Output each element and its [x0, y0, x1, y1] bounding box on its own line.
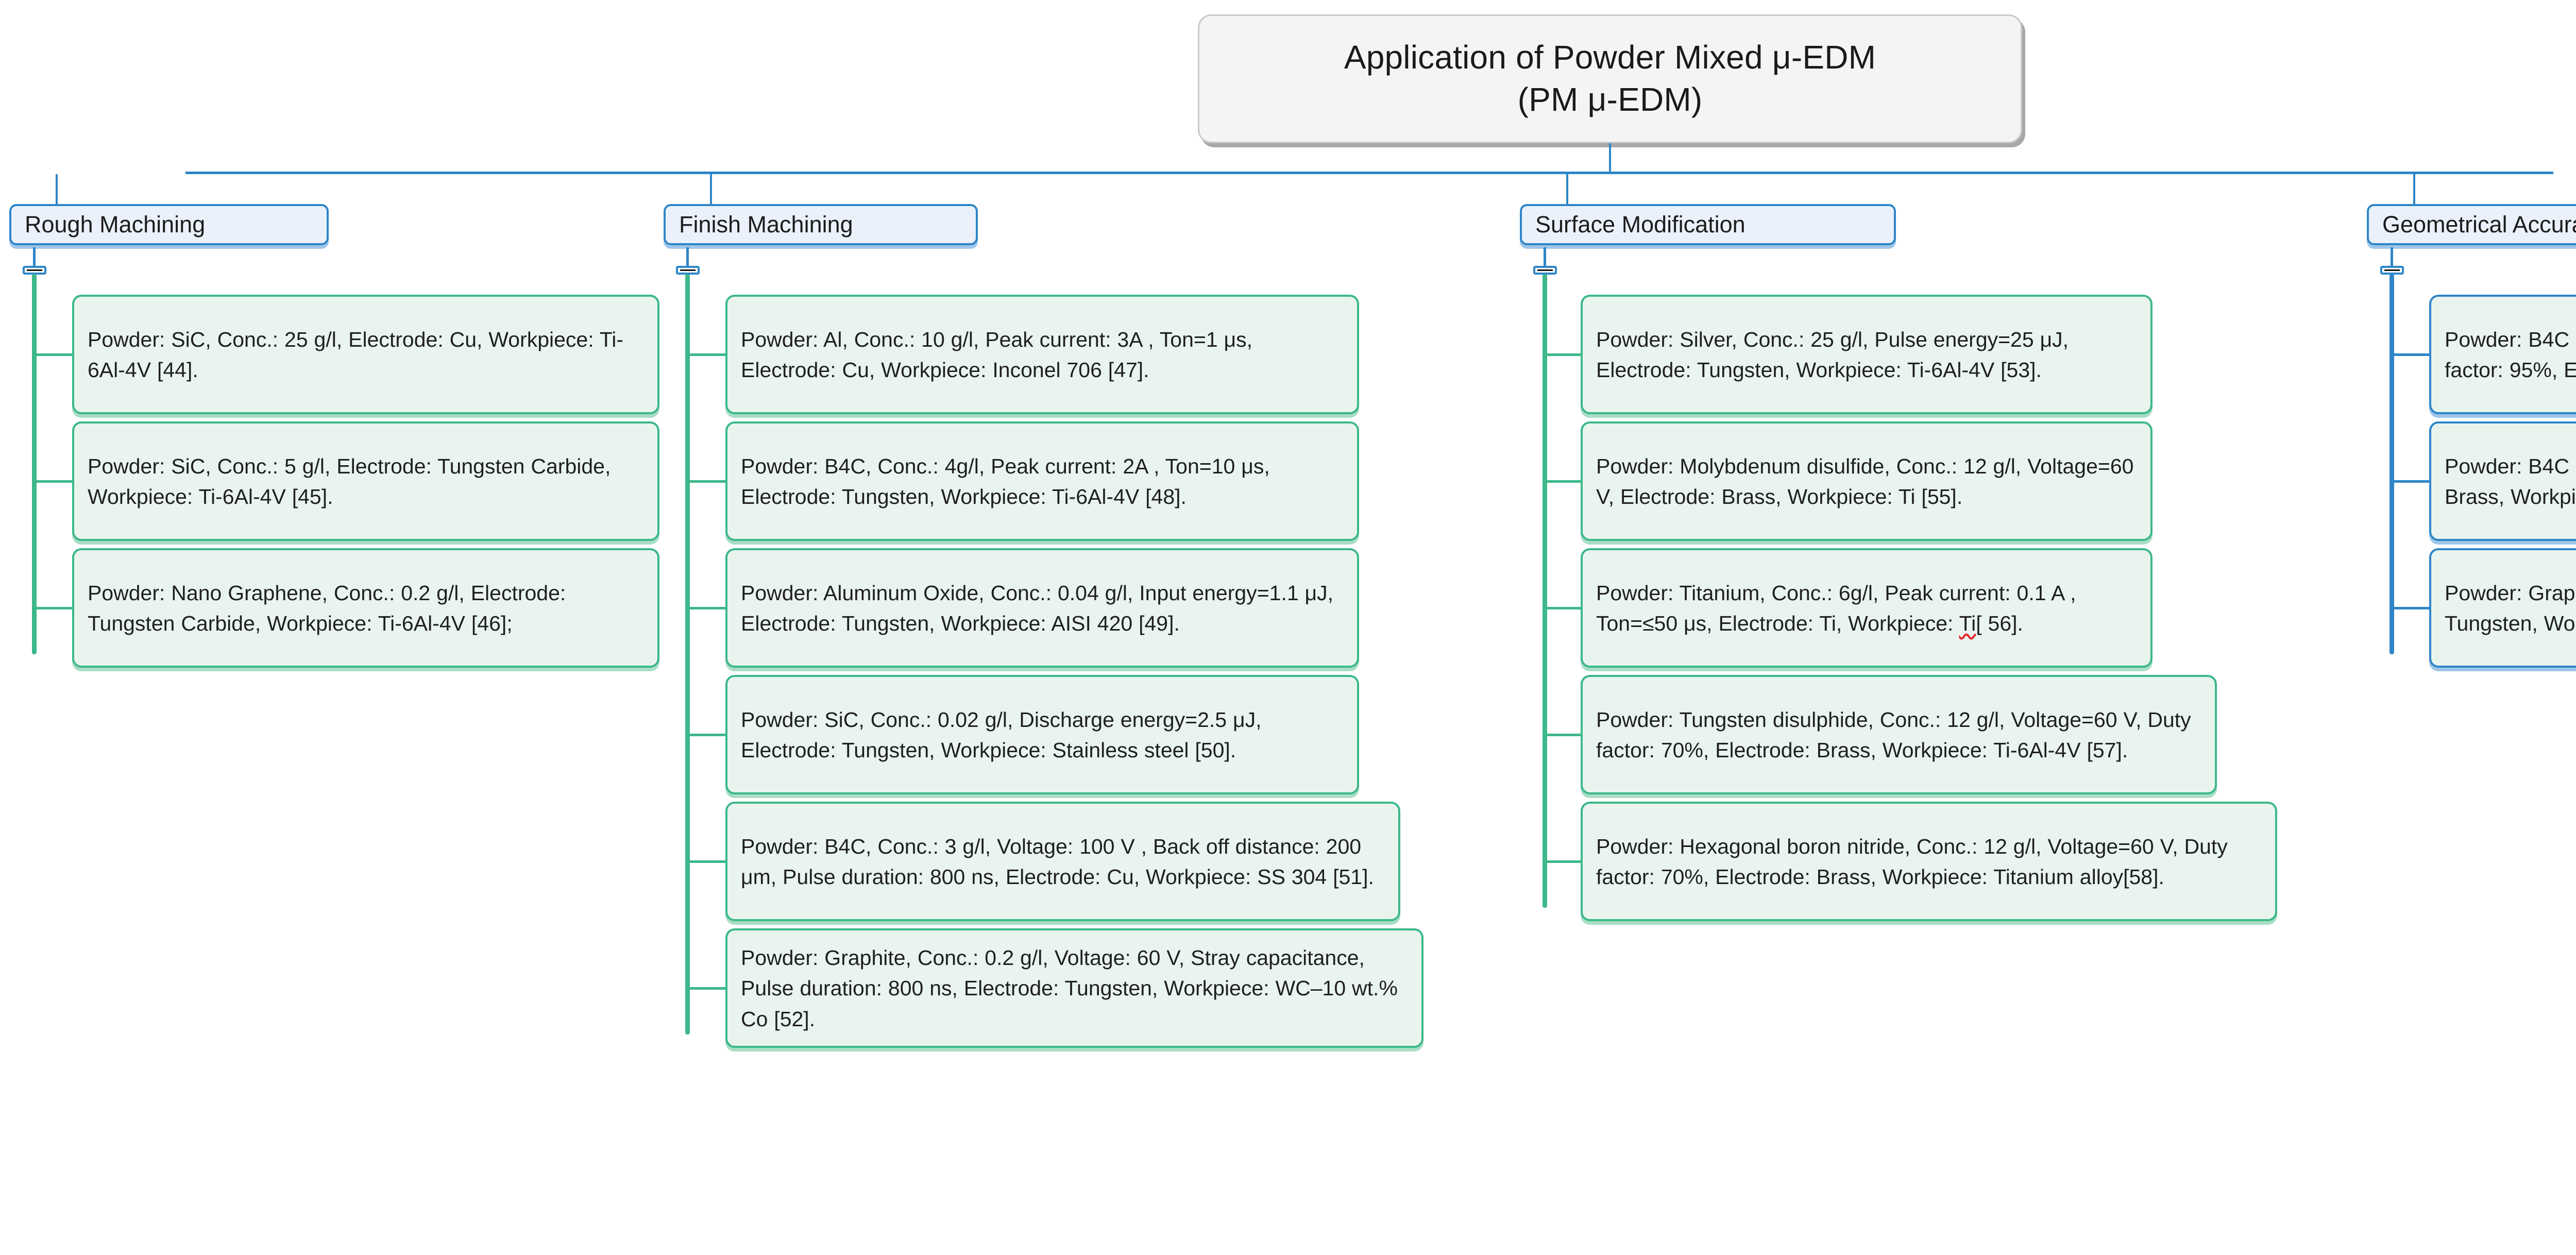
branch-elbow-connector — [688, 987, 725, 990]
detail-box-text: Powder: Titanium, Conc.: 6g/l, Peak curr… — [1596, 581, 2076, 635]
detail-box[interactable]: Powder: Molybdenum disulfide, Conc.: 12 … — [1581, 421, 2153, 541]
branch-elbow-connector — [688, 734, 725, 736]
detail-box-text: Powder: SiC, Conc.: 5 g/l, Electrode: Tu… — [88, 454, 611, 508]
detail-box-text: Powder: Nano Graphene, Conc.: 0.2 g/l, E… — [88, 581, 566, 635]
trunk-drop-connector — [710, 174, 712, 206]
category-spine-connector — [2389, 274, 2394, 654]
root-node[interactable]: Application of Powder Mixed μ-EDM (PM μ-… — [1198, 14, 2022, 143]
trunk-drop-connector — [2413, 174, 2415, 206]
header-stem-connector — [1544, 247, 1546, 267]
detail-box[interactable]: Powder: Tungsten disulphide, Conc.: 12 g… — [1581, 675, 2217, 794]
detail-box-text: Powder: Graphite, Conc.: 0.2 g/l, Voltag… — [741, 946, 1398, 1031]
detail-box-text: Powder: Molybdenum disulfide, Conc.: 12 … — [1596, 454, 2134, 508]
branch-elbow-connector — [2393, 607, 2429, 609]
root-trunk-connector — [1609, 143, 1611, 173]
spine-collapse-marker[interactable] — [1533, 266, 1557, 275]
detail-box[interactable]: Powder: B4C (de-ionized water ), Conc.: … — [2429, 295, 2576, 414]
detail-box-text: Powder: Silver, Conc.: 25 g/l, Pulse ene… — [1596, 327, 2069, 382]
branch-elbow-connector — [2393, 480, 2429, 483]
detail-box-text: Powder: B4C (de-ionized water ), Conc.: … — [2445, 327, 2576, 382]
root-title-line-1: Application of Powder Mixed μ-EDM — [1344, 39, 1876, 76]
detail-box[interactable]: Powder: Graphite, Conc.: 0.2 g/l, Voltag… — [725, 928, 1423, 1048]
branch-elbow-connector — [1546, 860, 1581, 863]
branch-elbow-connector — [1546, 734, 1581, 736]
category-header-finish-machining[interactable]: Finish Machining — [664, 204, 978, 245]
spine-collapse-marker[interactable] — [676, 266, 700, 275]
detail-box[interactable]: Powder: Graphite, Conc.: 2 g/l, Capacita… — [2429, 548, 2576, 668]
branch-elbow-connector — [1546, 353, 1581, 356]
category-header-label: Surface Modification — [1535, 211, 1745, 238]
category-header-label: Rough Machining — [25, 211, 206, 238]
detail-box-text: Powder: Al, Conc.: 10 g/l, Peak current:… — [741, 327, 1253, 382]
detail-box-text: Powder: B4C, Conc.: 3 g/l, Voltage: 100 … — [741, 834, 1374, 889]
detail-box[interactable]: Powder: B4C, Conc.: 4g/l, Peak current: … — [725, 421, 1359, 541]
detail-box-text: Powder: Graphite, Conc.: 2 g/l, Capacita… — [2445, 581, 2576, 635]
category-spine-connector — [1543, 274, 1547, 908]
detail-box[interactable]: Powder: Aluminum Oxide, Conc.: 0.04 g/l,… — [725, 548, 1359, 668]
branch-elbow-connector — [35, 353, 72, 356]
branch-elbow-connector — [35, 607, 72, 609]
detail-box-text: Powder: Aluminum Oxide, Conc.: 0.04 g/l,… — [741, 581, 1334, 635]
header-stem-connector — [33, 247, 36, 267]
detail-box-text: Powder: B4C (de-ionized water ), Conc.: … — [2445, 454, 2576, 508]
branch-elbow-connector — [688, 607, 725, 609]
detail-box[interactable]: Powder: Silver, Conc.: 25 g/l, Pulse ene… — [1581, 295, 2153, 414]
detail-box[interactable]: Powder: B4C, Conc.: 3 g/l, Voltage: 100 … — [725, 802, 1400, 921]
trunk-drop-connector — [56, 174, 58, 206]
branch-elbow-connector — [2393, 353, 2429, 356]
header-stem-connector — [686, 247, 689, 267]
header-stem-connector — [2391, 247, 2393, 267]
category-spine-connector — [32, 274, 37, 654]
category-header-label: Geometrical Accuracy — [2382, 211, 2576, 238]
spine-collapse-marker[interactable] — [23, 266, 46, 275]
detail-box[interactable]: Powder: SiC, Conc.: 0.02 g/l, Discharge … — [725, 675, 1359, 794]
spellcheck-error-text: Ti — [1959, 612, 1976, 635]
detail-box-text: Powder: SiC, Conc.: 25 g/l, Electrode: C… — [88, 327, 624, 382]
detail-box[interactable]: Powder: Nano Graphene, Conc.: 0.2 g/l, E… — [72, 548, 659, 668]
branch-elbow-connector — [35, 480, 72, 483]
category-header-rough-machining[interactable]: Rough Machining — [9, 204, 329, 245]
detail-box[interactable]: Powder: SiC, Conc.: 5 g/l, Electrode: Tu… — [72, 421, 659, 541]
branch-elbow-connector — [1546, 480, 1581, 483]
detail-box-text: Powder: SiC, Conc.: 0.02 g/l, Discharge … — [741, 707, 1262, 762]
spine-collapse-marker[interactable] — [2380, 266, 2404, 275]
category-header-geometrical-accuracy[interactable]: Geometrical Accuracy — [2367, 204, 2576, 245]
detail-box[interactable]: Powder: Hexagonal boron nitride, Conc.: … — [1581, 802, 2277, 921]
branch-elbow-connector — [688, 353, 725, 356]
category-spine-connector — [685, 274, 690, 1034]
branch-elbow-connector — [688, 860, 725, 863]
detail-box-text: Powder: Hexagonal boron nitride, Conc.: … — [1596, 834, 2228, 889]
detail-box[interactable]: Powder: SiC, Conc.: 25 g/l, Electrode: C… — [72, 295, 659, 414]
category-header-label: Finish Machining — [679, 211, 853, 238]
branch-elbow-connector — [688, 480, 725, 483]
trunk-horizontal-connector — [185, 172, 2553, 174]
detail-box[interactable]: Powder: Al, Conc.: 10 g/l, Peak current:… — [725, 295, 1359, 414]
branch-elbow-connector — [1546, 607, 1581, 609]
detail-box[interactable]: Powder: Titanium, Conc.: 6g/l, Peak curr… — [1581, 548, 2153, 668]
detail-box-text: Powder: B4C, Conc.: 4g/l, Peak current: … — [741, 454, 1270, 508]
trunk-drop-connector — [1566, 174, 1568, 206]
root-title-line-2: (PM μ-EDM) — [1517, 81, 1703, 118]
detail-box-text: Powder: Tungsten disulphide, Conc.: 12 g… — [1596, 707, 2191, 762]
detail-box[interactable]: Powder: B4C (de-ionized water ), Conc.: … — [2429, 421, 2576, 541]
category-header-surface-modification[interactable]: Surface Modification — [1520, 204, 1896, 245]
